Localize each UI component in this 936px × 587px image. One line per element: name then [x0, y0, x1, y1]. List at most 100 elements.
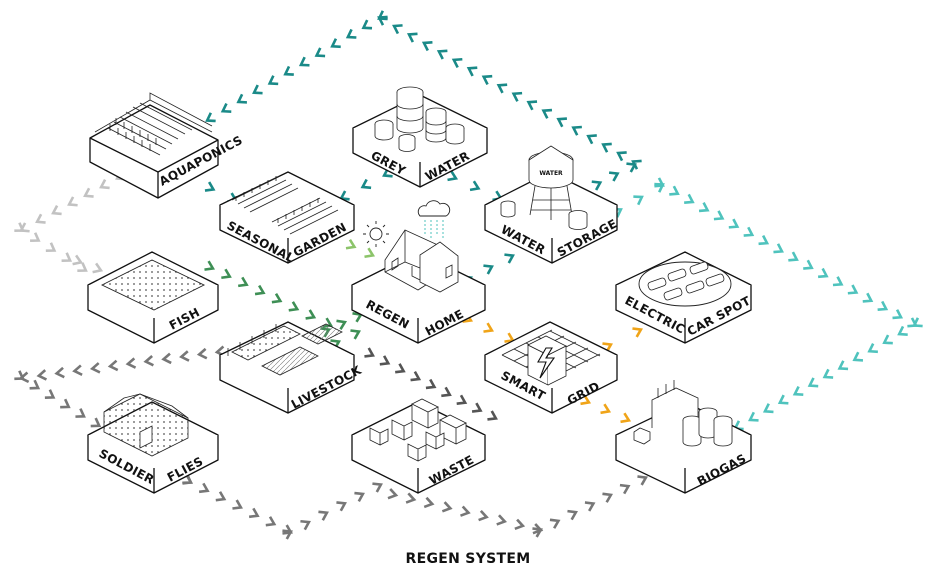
flow-right-loop-chevron	[817, 267, 829, 279]
flow-top-loop-chevron	[314, 47, 326, 58]
rain-cloud-icon	[417, 200, 451, 240]
flow-top-loop-chevron	[330, 38, 341, 49]
flow-right-loop-chevron	[758, 234, 770, 246]
flow-bottom-loop-chevron	[215, 491, 227, 502]
flow-bottom-right-chevron	[405, 492, 417, 504]
flow-bottom-loop-chevron	[179, 350, 190, 362]
flow-bottom-loop-chevron	[44, 389, 56, 400]
flow-storage-loop-chevron	[608, 171, 620, 182]
flow-bottom-right-chevron	[532, 527, 543, 538]
flow-bottom-right-chevron	[478, 509, 489, 522]
flow-right-loop-chevron	[882, 334, 893, 345]
flow-right-loop-chevron	[669, 185, 680, 196]
flow-arrows	[14, 10, 923, 540]
flow-bottom-loop-chevron	[143, 354, 154, 367]
garden-rows-art	[231, 175, 339, 235]
flow-left-loop-chevron	[30, 232, 41, 243]
module-grey-water: GREY WATER	[352, 86, 488, 188]
flow-bottom-loop-chevron	[336, 501, 347, 512]
flow-right-loop-chevron	[633, 195, 644, 206]
module-water-storage: WATER WATER STORAGE	[484, 145, 619, 264]
flow-home-grid-chevron	[483, 322, 495, 333]
flow-top-loop-chevron	[451, 57, 463, 69]
flow-waste-return-chevron	[379, 355, 391, 366]
car-lot-art	[638, 261, 732, 307]
flow-bottom-loop-chevron	[265, 516, 277, 527]
flow-bottom-right-chevron	[602, 492, 613, 503]
flow-storage-loop-chevron	[591, 180, 603, 191]
flow-bottom-right-chevron	[423, 496, 435, 509]
flow-bottom-right-chevron	[514, 518, 526, 531]
flow-left-loop-chevron	[77, 262, 88, 273]
flow-top-loop-chevron	[556, 117, 568, 128]
flow-top-loop-chevron	[571, 125, 582, 136]
flow-top-loop-chevron	[541, 108, 553, 119]
flow-bottom-loop-chevron	[161, 352, 172, 365]
flow-grid-car-chevron	[632, 327, 643, 338]
flow-aquaponics-garden-chevron	[204, 181, 216, 192]
water-tower-art: WATER	[500, 145, 588, 230]
flow-right-loop-chevron	[892, 309, 904, 320]
flow-bottom-loop-chevron	[75, 408, 86, 418]
flow-right-loop-chevron	[728, 218, 740, 229]
flow-greywater-storage-chevron	[447, 170, 459, 182]
flow-right-loop-chevron	[748, 411, 759, 422]
flow-right-loop-chevron	[684, 193, 695, 204]
flow-bottom-loop-chevron	[182, 474, 193, 485]
flow-waste-return-chevron	[456, 394, 468, 405]
flow-top-loop-chevron	[377, 10, 388, 21]
module-livestock: LIVESTOCK	[219, 321, 364, 414]
flow-left-loop-chevron	[61, 252, 73, 263]
flow-garden-home-chevron	[364, 247, 376, 259]
flow-bottom-right-chevron	[567, 509, 578, 521]
flow-top-loop-chevron	[421, 41, 433, 52]
flow-bottom-loop-chevron	[198, 482, 210, 494]
flow-bottom-loop-chevron	[60, 398, 71, 409]
flow-left-loop-chevron	[51, 205, 62, 216]
flow-top-loop-chevron	[220, 103, 232, 113]
flow-right-loop-chevron	[807, 377, 819, 388]
flow-left-loop-chevron	[45, 242, 57, 253]
module-aquaponics: AQUAPONICS	[89, 92, 245, 199]
module-seasonal-garden: SEASONAL GARDEN	[219, 171, 355, 266]
flow-top-loop-chevron	[406, 32, 418, 43]
flow-bottom-loop-chevron	[282, 529, 293, 540]
flow-right-loop-chevron	[743, 226, 755, 237]
flow-right-loop-chevron	[822, 368, 834, 379]
flow-waste-return-chevron	[487, 410, 498, 421]
flow-top-loop-chevron	[601, 142, 612, 153]
flow-right-loop-chevron	[713, 210, 725, 221]
flow-top-loop-chevron	[345, 28, 357, 39]
module-waste: WASTE	[351, 398, 486, 494]
flow-left-loop-chevron	[67, 196, 78, 207]
waste-bins-art	[369, 398, 467, 462]
flow-bottom-loop-chevron	[90, 417, 102, 428]
flow-waste-return-chevron	[410, 371, 422, 382]
flow-top-loop-chevron	[252, 84, 263, 95]
flow-bottom-right-chevron	[441, 501, 453, 513]
flow-bottom-right-chevron	[387, 488, 399, 500]
flow-bottom-loop-chevron	[354, 491, 365, 503]
flow-grid-biogas-chevron	[600, 403, 612, 415]
flow-left-loop-chevron	[99, 179, 110, 190]
module-soldier-flies: SOLDIER FLIES	[87, 393, 219, 494]
flow-left-loop-chevron	[14, 222, 25, 233]
flow-bottom-loop-chevron	[125, 357, 137, 369]
flow-aqua-fish-chevron	[92, 262, 104, 274]
flow-grid-car-chevron	[602, 342, 613, 353]
flow-top-loop-chevron	[616, 151, 627, 162]
flow-waste-return-chevron	[364, 347, 375, 358]
flow-right-loop-chevron	[762, 403, 774, 414]
flow-garden-home-chevron	[345, 238, 357, 250]
flow-grid-biogas-chevron	[620, 412, 632, 424]
flow-waste-return-chevron	[441, 386, 452, 398]
flow-right-loop-chevron	[912, 317, 923, 328]
flow-bottom-right-chevron	[637, 475, 648, 486]
flow-fish-livestock-chevron	[221, 268, 232, 280]
flow-fish-livestock-chevron	[254, 284, 266, 296]
flow-right-loop-chevron	[832, 276, 844, 287]
flow-home-storage-chevron	[483, 264, 494, 275]
flow-right-loop-chevron	[862, 292, 874, 303]
